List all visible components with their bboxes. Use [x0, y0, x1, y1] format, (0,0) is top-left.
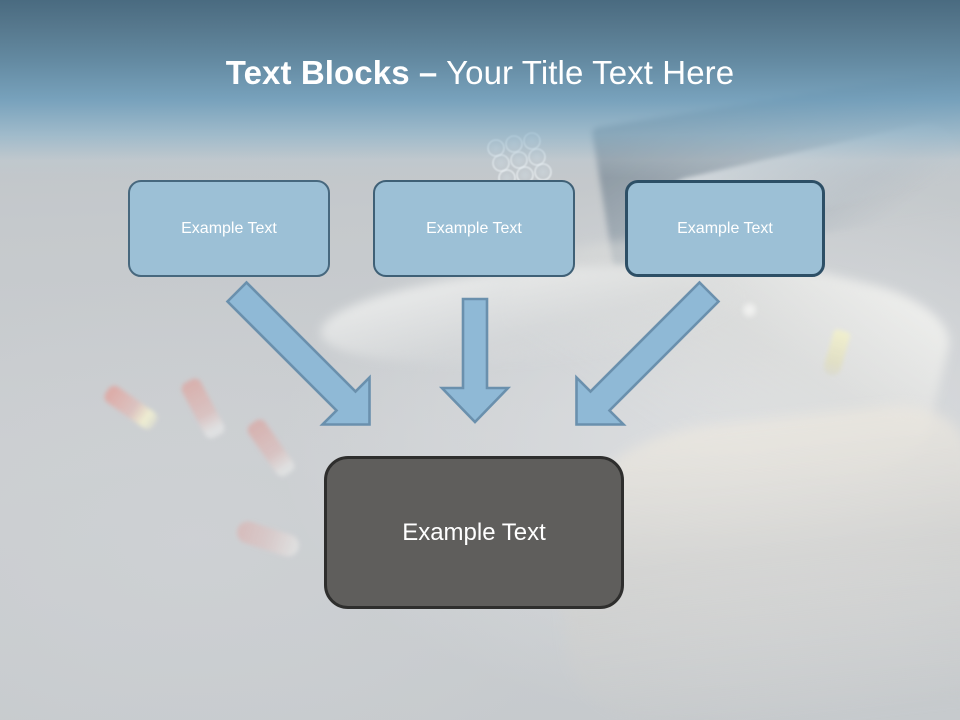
background-bright-speck — [742, 302, 757, 318]
header-gradient-band — [0, 0, 960, 178]
page-title-bold: Text Blocks – — [225, 54, 438, 91]
text-block-1[interactable]: Example Text — [128, 180, 330, 277]
page-title: Text Blocks – Your Title Text Here — [0, 51, 960, 95]
result-block[interactable]: Example Text — [324, 456, 624, 609]
text-block-3[interactable]: Example Text — [625, 180, 825, 277]
text-block-1-label: Example Text — [181, 219, 277, 237]
result-block-label: Example Text — [402, 518, 546, 546]
text-block-2-label: Example Text — [426, 219, 522, 237]
text-block-2[interactable]: Example Text — [373, 180, 575, 277]
text-block-3-label: Example Text — [677, 219, 773, 237]
page-title-regular: Your Title Text Here — [437, 54, 735, 91]
